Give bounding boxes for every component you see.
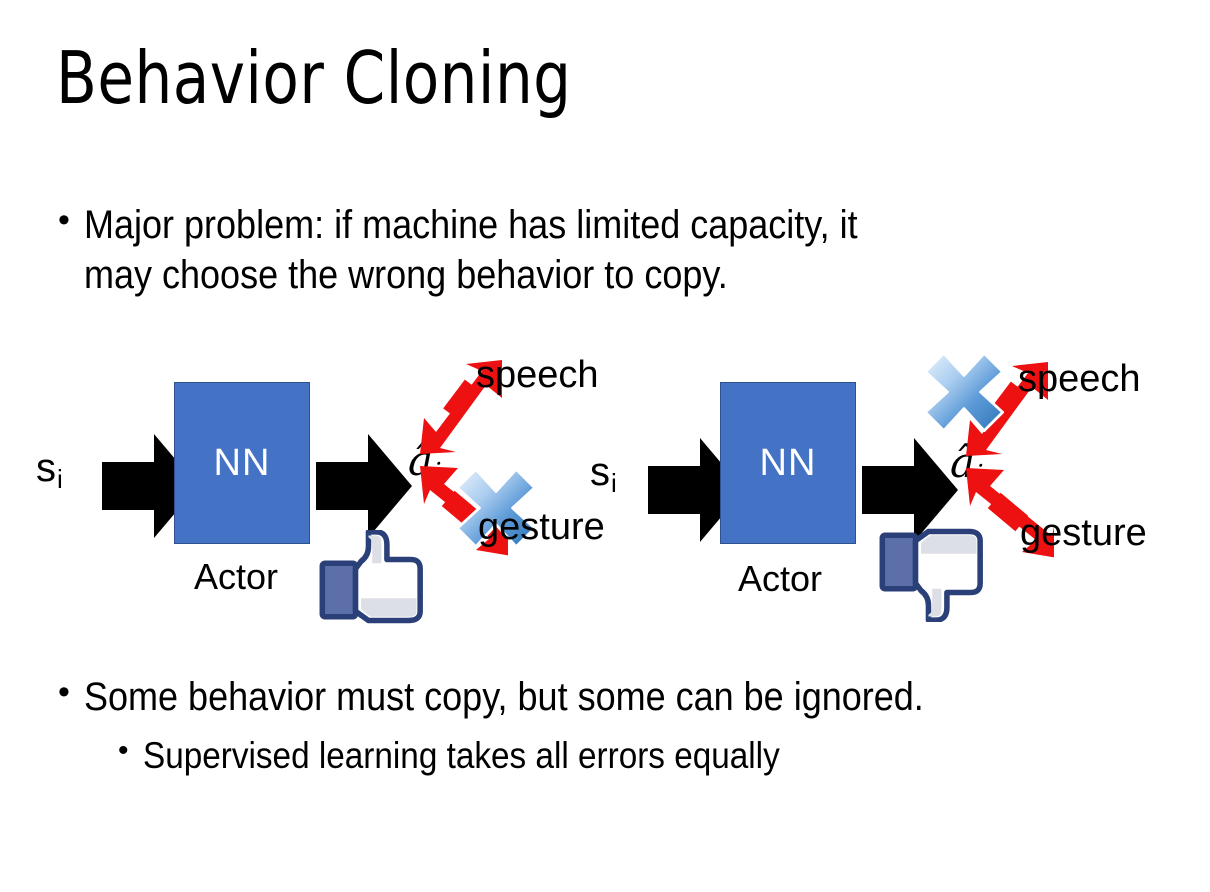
red-double-arrow-gesture-right [966, 468, 1054, 558]
output-block-arrow-left [316, 434, 412, 538]
bullet-marker-icon: • [58, 201, 70, 239]
output-block-arrow-right [862, 438, 958, 542]
thumbs-up-icon [319, 530, 423, 624]
bullet-item-major-problem: • Major problem: if machine has limited … [58, 200, 1168, 301]
bullet-item-supervised-learning: • Supervised learning takes all errors e… [118, 733, 1178, 780]
nn-box-left: NN [174, 382, 310, 544]
nn-box-right: NN [720, 382, 856, 544]
state-symbol: s [36, 446, 56, 490]
actor-label-right: Actor [738, 558, 823, 599]
state-label-left: si [36, 448, 63, 492]
bullet-text: Supervised learning takes all errors equ… [142, 735, 780, 776]
cross-out-x-icon-speech-right [923, 351, 1005, 433]
state-symbol: s [590, 450, 610, 494]
state-subscript: i [611, 468, 617, 499]
bullet-marker-icon: • [58, 673, 70, 711]
red-double-arrow-speech-left [420, 360, 502, 454]
output-label-gesture-left: gesture [478, 506, 605, 548]
diagram-right: si NN Actor âi [570, 340, 1190, 630]
thumbs-down-icon [879, 528, 983, 622]
output-label-speech-left: speech [476, 354, 599, 396]
cross-out-x-icon-gesture-left [455, 467, 537, 549]
output-label-gesture-right: gesture [1020, 512, 1147, 554]
state-label-right: si [590, 452, 617, 496]
bullet-text: Major problem: if machine has limited ca… [83, 203, 858, 298]
state-subscript: i [57, 464, 63, 495]
actor-label-left: Actor [194, 556, 279, 597]
nn-label: NN [213, 441, 271, 484]
bullet-item-some-behavior: • Some behavior must copy, but some can … [58, 672, 1178, 722]
output-label-speech-right: speech [1018, 358, 1141, 400]
nn-label: NN [759, 441, 817, 484]
diagram-left: si NN Actor âi [18, 340, 628, 630]
page-title: Behavior Cloning [56, 36, 572, 120]
bullet-marker-icon: • [118, 734, 129, 767]
bullet-text: Some behavior must copy, but some can be… [83, 675, 924, 719]
